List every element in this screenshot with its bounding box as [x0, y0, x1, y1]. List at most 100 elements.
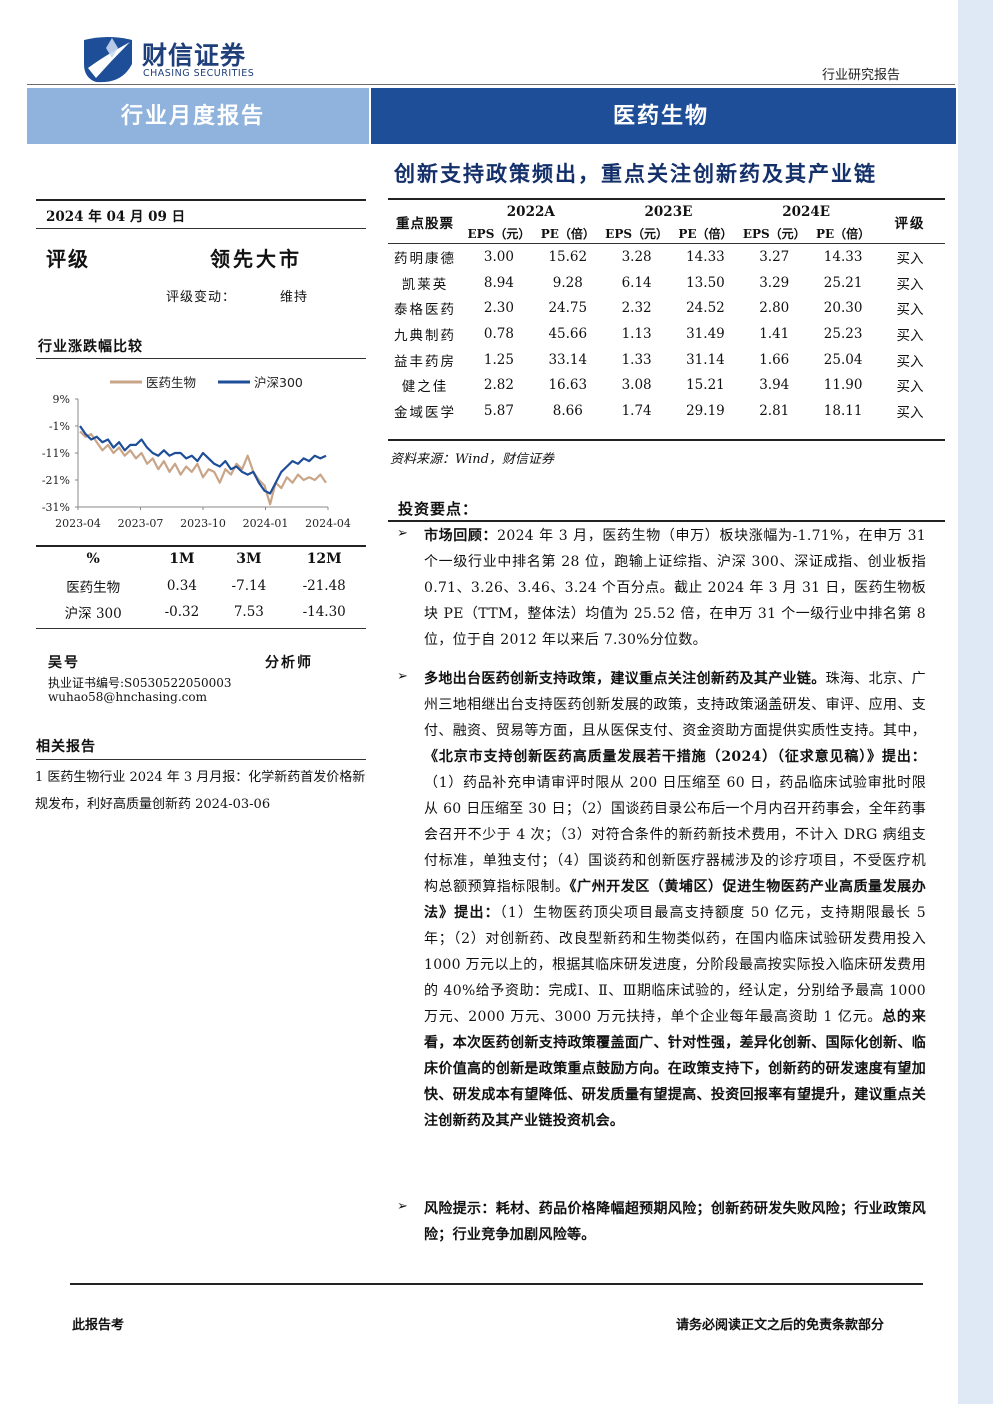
table-cell: 3.08	[621, 377, 652, 394]
table-row: 泰格医药 2.30 24.75 2.32 24.52 2.80 20.30 买入	[388, 295, 945, 321]
x-tick-label: 2023-04	[55, 517, 101, 530]
analyst-email[interactable]: wuhao58@hnchasing.com	[48, 690, 207, 704]
table-cell: 6.14	[621, 274, 652, 291]
table-row: 金域医学 5.87 8.66 1.74 29.19 2.81 18.11 买入	[388, 398, 945, 424]
y-tick-label: -1%	[49, 420, 70, 433]
policy-beijing: 《北京市支持创新医药高质量发展若干措施（2024）（征求意见稿）》提出：	[424, 749, 926, 765]
table-cell: 31.14	[686, 351, 725, 368]
bullet-arrow-icon: ➢	[397, 669, 408, 684]
legend-label: 沪深300	[254, 375, 303, 390]
table-cell: 45.66	[548, 325, 588, 342]
bullet-arrow-icon: ➢	[397, 1199, 408, 1214]
series-line-index	[79, 425, 327, 495]
table-cell: 13.50	[686, 274, 725, 291]
year-header: 2023E	[644, 203, 693, 220]
investment-highlights-title: 投资要点：	[398, 500, 479, 518]
date-top-rule	[36, 199, 366, 201]
footer-disclaimer-text: 请务必阅读正文之后的免责条款部分	[676, 1318, 885, 1333]
sub-header: EPS（元）	[605, 226, 669, 241]
perf-cell: -7.14	[231, 577, 267, 594]
x-tick-label: 2024-01	[243, 517, 289, 530]
industry-band: 医药生物	[371, 88, 956, 144]
table-row: 益丰药房 1.25 33.14 1.33 31.14 1.66 25.04 买入	[388, 347, 945, 373]
perf-header: %	[86, 551, 100, 568]
table-cell: 1.25	[483, 351, 514, 368]
stock-table-bottom-rule	[388, 439, 945, 441]
perf-header-row: % 1M 3M 12M	[38, 546, 366, 573]
date-bottom-rule	[36, 228, 366, 229]
y-tick-label: -31%	[42, 501, 70, 514]
policy-guangzhou: 《广州开发区（黄埔区）促进生物医药产业高质量发展办法》提出：	[424, 879, 926, 921]
table-cell: 20.30	[823, 300, 863, 317]
bullet-arrow-icon: ➢	[397, 526, 408, 541]
x-tick-label: 2023-10	[180, 517, 226, 530]
y-tick-label: -21%	[42, 474, 70, 487]
header-divider	[27, 84, 955, 85]
key-stocks-table: 重点股票 2022A 2023E 2024E 评级 EPS（元） PE（倍） E…	[388, 200, 945, 424]
stock-name: 九典制药	[394, 327, 456, 344]
perf-cell: -21.48	[302, 577, 346, 594]
report-type-label: 行业月度报告	[121, 103, 266, 129]
paragraph-market-review: 市场回顾：2024 年 3 月，医药生物（申万）板块涨幅为-1.71%，在申万 …	[424, 523, 926, 653]
x-tick-label: 2024-04	[305, 517, 351, 530]
stock-rating: 买入	[896, 327, 924, 344]
table-cell: 33.14	[548, 351, 588, 368]
stock-name: 泰格医药	[394, 302, 456, 319]
report-type-band: 行业月度报告	[27, 88, 369, 144]
legend-label: 医药生物	[146, 375, 196, 390]
stock-name: 益丰药房	[394, 353, 456, 370]
rating-change-value: 维持	[280, 290, 309, 305]
stock-name: 金域医学	[394, 404, 456, 421]
table-cell: 3.28	[621, 248, 652, 265]
stock-rating: 买入	[896, 404, 924, 421]
paragraph-policy: 多地出台医药创新支持政策，建议重点关注创新药及其产业链。珠海、北京、广州三地相继…	[424, 666, 926, 1134]
analyst-cert: 执业证书编号:S0530522050003	[48, 676, 232, 690]
stock-table-top-rule	[388, 198, 945, 200]
analyst-role: 分析师	[265, 655, 313, 671]
market-review-lead: 市场回顾：	[424, 528, 498, 544]
table-cell: 18.11	[823, 402, 863, 419]
report-title: 创新支持政策频出，重点关注创新药及其产业链	[394, 161, 877, 186]
stock-name: 药明康德	[394, 250, 456, 267]
table-cell: 15.21	[686, 377, 725, 394]
stock-name: 健之佳	[401, 379, 449, 396]
stock-rating: 买入	[896, 250, 924, 267]
perf-cell: -0.32	[164, 604, 200, 621]
table-cell: 11.90	[823, 377, 863, 394]
footer-left-text: 此报告考	[72, 1318, 125, 1333]
policy-lead: 多地出台医药创新支持政策，建议重点关注创新药及其产业链。	[424, 671, 826, 687]
related-report-item[interactable]: 1 医药生物行业 2024 年 3 月月报：化学新药首发价格新规发布，利好高质量…	[35, 770, 366, 812]
related-reports-title: 相关报告	[36, 739, 96, 755]
company-logo-icon	[84, 37, 132, 83]
table-row: 健之佳 2.82 16.63 3.08 15.21 3.94 11.90 买入	[388, 372, 945, 398]
table-cell: 9.28	[552, 274, 583, 291]
risk-lead: 风险提示：	[424, 1201, 496, 1217]
table-cell: 25.04	[823, 351, 863, 368]
footer-rule	[70, 1283, 923, 1285]
table-cell: 14.33	[823, 248, 863, 265]
table-cell: 15.62	[548, 248, 588, 265]
perf-table-bottom-rule	[36, 628, 366, 629]
report-date: 2024 年 04 月 09 日	[46, 209, 186, 225]
risk-text: 耗材、药品价格降幅超预期风险；创新药研发失败风险；行业政策风险；行业竞争加剧风险…	[424, 1201, 927, 1243]
table-cell: 29.19	[686, 402, 725, 419]
table-cell: 2.32	[621, 300, 652, 317]
year-header: 2024E	[782, 203, 831, 220]
y-tick-label: 9%	[53, 393, 70, 406]
table-cell: 25.23	[823, 325, 863, 342]
perf-header: 3M	[236, 551, 262, 568]
table-cell: 3.00	[483, 248, 514, 265]
rating-label: 评级	[46, 247, 90, 271]
policy-text-c: （1）药品补充申请审评时限从 200 日压缩至 60 日，药品临床试验审批时限从…	[424, 775, 926, 895]
rating-header: 评级	[894, 215, 926, 232]
x-tick-label: 2023-07	[118, 517, 164, 530]
table-cell: 24.52	[686, 300, 725, 317]
perf-header: 12M	[306, 551, 342, 568]
table-row: 凯莱英 8.94 9.28 6.14 13.50 3.29 25.21 买入	[388, 270, 945, 296]
market-review-text: 2024 年 3 月，医药生物（申万）板块涨幅为-1.71%，在申万 31 个一…	[424, 528, 926, 648]
table-cell: 1.41	[759, 325, 790, 342]
rating-value: 领先大市	[210, 247, 302, 271]
stock-rating: 买入	[896, 302, 924, 319]
sub-header: PE（倍）	[816, 226, 871, 241]
